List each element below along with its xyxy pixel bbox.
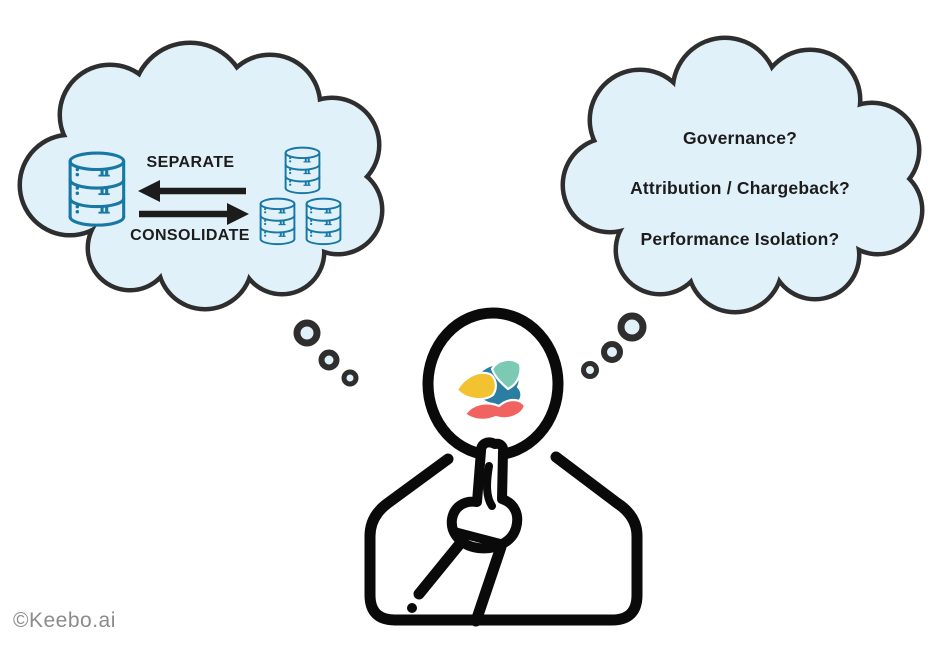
person-arm	[413, 534, 469, 600]
arrow-left-icon	[138, 180, 246, 202]
person-torso	[364, 451, 643, 626]
cloud-body-left	[22, 45, 380, 307]
person-wrist	[451, 527, 507, 549]
arrow-right-icon	[139, 203, 249, 225]
person-arm	[470, 541, 507, 627]
thought-cloud-right	[560, 35, 925, 315]
keebo-watermark: ©Keebo.ai	[13, 609, 116, 632]
person-hand-knuckle	[483, 462, 496, 510]
separate-label: SEPARATE	[146, 154, 235, 171]
thought-cloud-left	[17, 40, 385, 312]
thought-bubble	[341, 369, 359, 387]
question-governance: Governance?	[682, 128, 798, 148]
thought-bubble	[318, 349, 340, 371]
thought-bubble	[617, 312, 647, 342]
thought-bubble	[581, 361, 599, 379]
thought-trail-right	[581, 312, 647, 379]
cloud-body-right	[565, 40, 920, 310]
thought-trail-left	[293, 319, 359, 387]
keebo-logo-icon	[455, 358, 527, 421]
question-attribution-chargeback: Attribution / Chargeback?	[630, 178, 850, 198]
thought-bubble	[293, 319, 321, 347]
person-chest-dot	[407, 603, 417, 613]
consolidate-label: CONSOLIDATE	[130, 227, 250, 244]
thought-bubble	[601, 341, 623, 363]
question-performance-isolation: Performance Isolation?	[640, 229, 840, 249]
thinking-person-icon	[364, 307, 643, 627]
